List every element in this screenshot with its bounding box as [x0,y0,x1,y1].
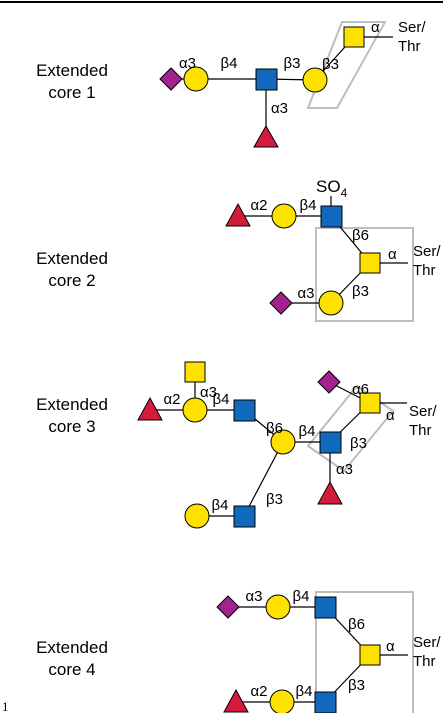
galactose-circle-icon [183,66,209,92]
core3-bond [243,441,284,517]
core4-linkage-b4-top: β4 [293,588,310,605]
core2-linkage-b6: β6 [352,227,369,244]
core3-core-box [306,384,395,473]
glcnac-square-icon [319,431,342,454]
core3-linkage-b4-top: β4 [213,391,230,408]
core2-ser-label: Ser/ [413,243,441,260]
core4-linkage-b4-bottom: β4 [296,683,313,700]
core2-linkage-b4: β4 [300,197,317,214]
core3-linkage-a3-bottom: α3 [336,461,353,478]
core1-linkage-alpha: α [371,19,380,36]
galactose-circle-icon [184,503,210,529]
core4-linkage-a3: α3 [245,588,262,605]
core3-thr-label: Thr [409,422,432,439]
core3-ser-label: Ser/ [409,403,437,420]
core3-linkage-a3-top: α3 [200,384,217,401]
core4-label-line1: Extended [36,638,108,657]
core4-linkage-a2: α2 [250,683,267,700]
sialic-acid-diamond-icon [159,67,183,91]
galactose-circle-icon [269,689,295,713]
core3-linkage-a2: α2 [163,391,180,408]
galactose-circle-icon [265,594,291,620]
core2-sulfate-label: SO4 [316,177,348,200]
extended-core-3: Extended core 3 α3 α2 β4 β6 β4 α6 [36,361,437,529]
glcnac-square-icon [320,205,343,228]
extended-core-1: Extended core 1 α3 β4 β3 β3 α3 α Ser/ Th… [36,19,426,148]
galactose-circle-icon [318,290,344,316]
core3-linkage-alpha: α [386,407,395,424]
fucose-triangle-icon [317,480,343,505]
galnac-square-icon [359,644,381,666]
glcnac-square-icon [314,596,337,619]
core1-linkage-b3-1: β3 [284,55,301,72]
glcnac-square-icon [233,399,256,422]
fucose-triangle-icon [137,396,163,421]
sialic-acid-diamond-icon [216,595,240,619]
core1-linkage-a3: α3 [179,55,196,72]
galnac-square-icon [184,361,206,383]
sialic-acid-diamond-icon [317,370,341,394]
core4-thr-label: Thr [413,653,436,670]
fucose-triangle-icon [223,688,249,713]
core2-label-line2: core 2 [48,271,95,290]
galnac-square-icon [359,392,381,414]
extended-core-4: Extended core 4 α3 β4 β6 α Ser/ Thr α2 β… [36,588,441,713]
core4-linkage-alpha: α [386,638,395,655]
core1-thr-label: Thr [398,38,421,55]
core2-linkage-a3: α3 [297,285,314,302]
galactose-circle-icon [302,67,328,93]
core1-label-line2: core 1 [48,83,95,102]
core2-linkage-alpha: α [388,246,397,263]
glcnac-square-icon [314,691,337,713]
extended-core-2: Extended core 2 SO4 α2 β4 β6 α3 β3 α Ser… [36,177,441,322]
core4-linkage-b6: β6 [348,616,365,633]
galactose-circle-icon [271,203,297,229]
fucose-triangle-icon [225,202,251,227]
core3-linkage-b6: β6 [266,420,283,437]
core4-ser-label: Ser/ [413,634,441,651]
core1-label-line1: Extended [36,61,108,80]
galactose-circle-icon [270,429,296,455]
core3-label-line2: core 3 [48,417,95,436]
core3-linkage-a6: α6 [352,381,369,398]
core2-core-box [315,227,414,322]
core1-linkage-b4: β4 [221,55,238,72]
corner-mark: 1 [2,699,9,713]
core2-label-line1: Extended [36,249,108,268]
core3-linkage-b4-mid: β4 [299,423,316,440]
core1-linkage-b3-2: β3 [322,56,339,73]
galactose-circle-icon [182,397,208,423]
core4-core-box [315,591,414,713]
core2-linkage-b3: β3 [352,283,369,300]
core2-thr-label: Thr [413,262,436,279]
core3-linkage-b3-bottom: β3 [266,491,283,508]
sialic-acid-diamond-icon [269,291,293,315]
galnac-square-icon [343,26,365,48]
glcnac-square-icon [233,505,256,528]
galnac-square-icon [359,252,381,274]
core2-linkage-a2: α2 [250,197,267,214]
core4-label-line2: core 4 [48,660,95,679]
core3-label-line1: Extended [36,395,108,414]
core1-linkage-a3-fuc: α3 [271,100,288,117]
core4-linkage-b3: β3 [348,677,365,694]
core3-linkage-b3-right: β3 [350,435,367,452]
core3-linkage-b4-bottom: β4 [212,497,229,514]
glcnac-square-icon [255,68,278,91]
fucose-triangle-icon [253,124,279,148]
core1-ser-label: Ser/ [398,19,426,36]
